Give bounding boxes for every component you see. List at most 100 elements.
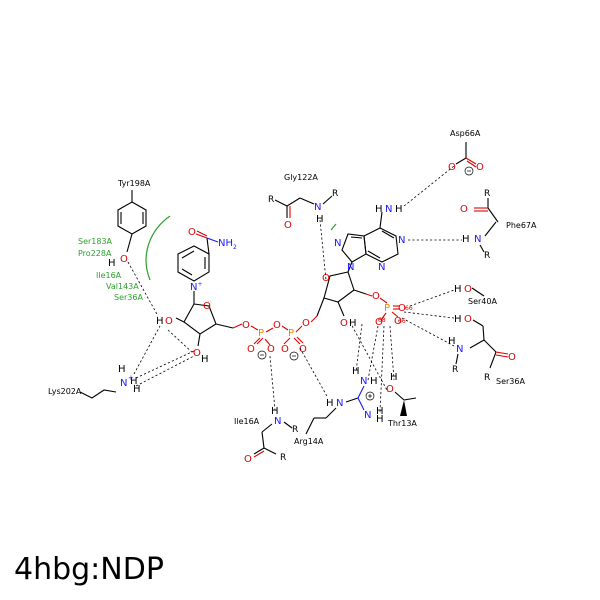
adenine-group: N N N N N H H <box>334 204 405 273</box>
arg14-label: Arg14A <box>294 437 324 446</box>
adenosine-ribose: O O H O <box>316 261 380 329</box>
svg-text:O: O <box>464 314 472 325</box>
svg-text:H: H <box>118 364 126 375</box>
lys202-residue: Lys202A H N H H + <box>48 364 141 399</box>
asp66-residue: Asp66A O O <box>448 129 484 176</box>
svg-text:P: P <box>258 328 264 339</box>
tyr198-residue: O H Tyr198A <box>108 179 151 269</box>
svg-text:H: H <box>390 372 398 383</box>
svg-text:N: N <box>347 262 354 273</box>
svg-text:O: O <box>460 204 468 215</box>
adenosine-2-phosphate: P O O O 66 66 68 <box>375 297 413 328</box>
svg-text:O: O <box>299 344 307 355</box>
svg-text:H: H <box>133 384 141 395</box>
ser36-residue: H O N H R R O Ser36A <box>448 314 525 386</box>
svg-text:O: O <box>193 348 201 359</box>
svg-text:R: R <box>484 373 490 383</box>
svg-text:O: O <box>188 227 196 238</box>
gly122-residue: Gly122A R O N H R <box>268 173 338 231</box>
distance-label-2: 66 <box>398 318 406 325</box>
svg-text:H: H <box>376 414 384 425</box>
svg-text:N+: N+ <box>190 281 203 293</box>
gly122-label: Gly122A <box>284 173 318 182</box>
svg-text:R: R <box>484 189 490 199</box>
diagram-caption: 4hbg:NDP <box>14 552 164 587</box>
svg-text:O: O <box>273 320 281 331</box>
svg-text:H: H <box>462 234 470 245</box>
svg-text:N: N <box>336 398 343 409</box>
ile16-label: Ile16A <box>234 417 260 426</box>
svg-text:H: H <box>271 406 279 417</box>
svg-text:O: O <box>448 162 456 173</box>
svg-text:O: O <box>372 291 380 302</box>
svg-text:H: H <box>130 376 138 387</box>
pyrophosphate-bridge: O P O P O O O O O <box>242 315 318 361</box>
svg-text:O: O <box>242 320 250 331</box>
phe67-label: Phe67A <box>506 221 537 230</box>
tyr-oxygen: O <box>120 254 128 265</box>
ile16-residue: Ile16A H N R R O <box>234 406 298 465</box>
distance-label-1: 66 <box>405 305 413 312</box>
svg-text:H: H <box>352 366 360 377</box>
tyr198-label: Tyr198A <box>117 179 151 188</box>
svg-text:N: N <box>385 204 392 215</box>
svg-text:H: H <box>448 336 456 347</box>
svg-text:+: + <box>128 374 134 382</box>
svg-text:H: H <box>201 354 209 365</box>
svg-text:O: O <box>281 344 289 355</box>
svg-text:H: H <box>108 258 116 269</box>
svg-text:N: N <box>274 416 281 427</box>
svg-text:R: R <box>452 365 458 375</box>
ser36-hyd-label: Ser36A <box>114 293 143 302</box>
ser40-residue: O H Ser40A <box>454 284 497 306</box>
svg-text:O: O <box>244 454 252 465</box>
svg-text:P: P <box>288 328 294 339</box>
pro228-label: Pro228A <box>78 249 112 258</box>
lys202-label: Lys202A <box>48 387 82 396</box>
svg-text:N: N <box>378 262 385 273</box>
ser183-label: Ser183A <box>78 237 113 246</box>
svg-text:O: O <box>476 162 484 173</box>
svg-text:R: R <box>268 195 274 205</box>
svg-text:R: R <box>280 453 286 463</box>
svg-text:O: O <box>398 303 406 314</box>
hydrophobic-arc-gly <box>330 223 337 231</box>
svg-text:NH2: NH2 <box>218 238 237 251</box>
svg-text:H: H <box>316 214 324 225</box>
thr13-residue: H O Thr13A <box>386 372 417 428</box>
svg-text:N: N <box>398 235 405 246</box>
svg-text:H: H <box>395 204 403 215</box>
nicotinamide-ribose: O O H O H <box>156 291 243 365</box>
hydrogen-bonds <box>127 165 462 413</box>
svg-text:H: H <box>454 284 462 295</box>
svg-text:H: H <box>326 398 334 409</box>
svg-text:N: N <box>334 238 341 249</box>
svg-text:O: O <box>165 316 173 327</box>
svg-text:O: O <box>394 316 402 327</box>
svg-text:O: O <box>267 344 275 355</box>
svg-text:N: N <box>474 234 481 245</box>
arg14-residue: H N H N H N H H Arg14A <box>294 366 384 446</box>
svg-text:H: H <box>349 318 357 329</box>
phe67-residue: R O Phe67A N H R <box>460 189 537 261</box>
svg-text:H: H <box>370 376 378 387</box>
ile16-hyd-label: Ile16A <box>96 271 122 280</box>
svg-text:P: P <box>384 303 390 314</box>
distance-label-3: 68 <box>378 317 386 324</box>
svg-text:O: O <box>375 317 383 328</box>
svg-text:O: O <box>247 344 255 355</box>
nicotinamide-group: O NH2 N+ <box>177 227 237 293</box>
svg-text:R: R <box>292 425 298 435</box>
svg-text:O: O <box>464 284 472 295</box>
svg-text:N: N <box>364 410 371 421</box>
svg-text:N: N <box>314 202 321 213</box>
svg-text:H: H <box>454 314 462 325</box>
ser40-label: Ser40A <box>468 297 497 306</box>
asp66-label: Asp66A <box>450 129 481 138</box>
svg-text:O: O <box>508 352 516 363</box>
hydrophobic-arc-left <box>145 215 171 281</box>
svg-text:O: O <box>203 301 211 312</box>
val143-label: Val143A <box>106 282 139 291</box>
thr13-label: Thr13A <box>387 419 417 428</box>
svg-text:N: N <box>120 378 127 389</box>
